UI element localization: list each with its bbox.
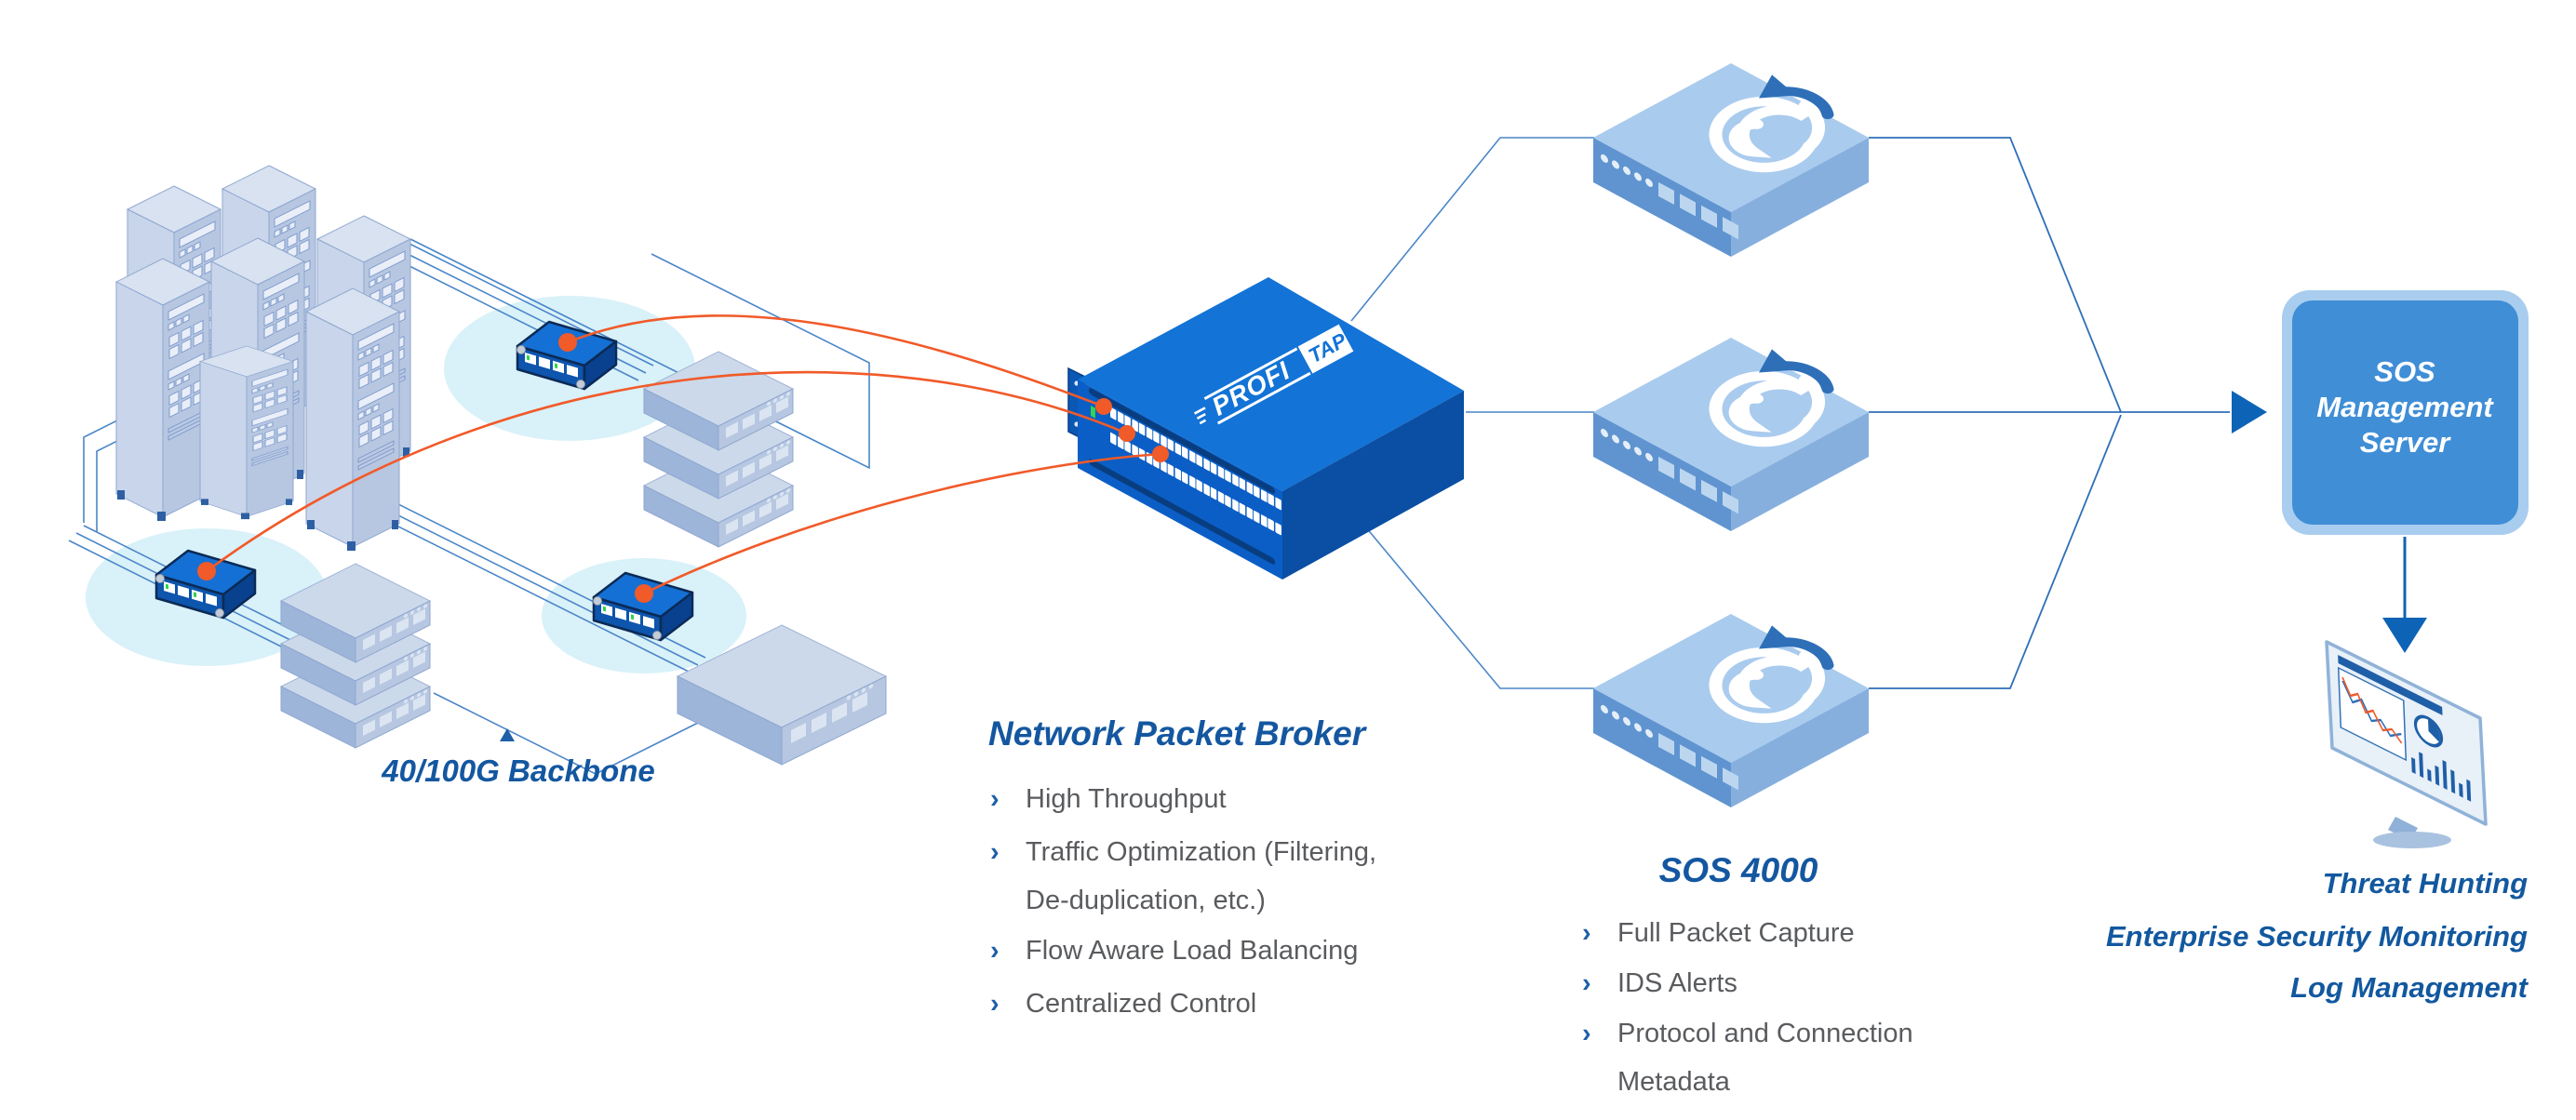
backbone-label-group: 40/100G Backbone bbox=[381, 728, 655, 788]
server-rack bbox=[115, 258, 210, 522]
broker-description: Network Packet Broker › High Throughput … bbox=[988, 714, 1376, 1019]
monitor-icon bbox=[2325, 640, 2488, 848]
chevron-bullet-icon: › bbox=[1582, 968, 1591, 998]
sos4000-feature: Protocol and Connection bbox=[1617, 1019, 1913, 1048]
sos4000-feature: Full Packet Capture bbox=[1617, 918, 1855, 948]
server-to-monitor-arrow bbox=[2382, 537, 2427, 653]
broker-feature: Centralized Control bbox=[1026, 989, 1256, 1019]
server-rack-cluster bbox=[115, 165, 411, 552]
sos-probe-device bbox=[1593, 614, 1869, 807]
outcome-label: Threat Hunting bbox=[2323, 867, 2528, 900]
server-rack bbox=[199, 345, 294, 520]
backbone-label: 40/100G Backbone bbox=[381, 753, 655, 788]
management-server-label: Management bbox=[2316, 391, 2494, 423]
broker-feature: De-duplication, etc.) bbox=[1026, 886, 1266, 915]
tap-capture-links bbox=[206, 314, 1161, 595]
sos-probe-device bbox=[1593, 338, 1869, 531]
broker-feature: Traffic Optimization (Filtering, bbox=[1026, 837, 1376, 867]
sos4000-description: SOS 4000 › Full Packet Capture › IDS Ale… bbox=[1582, 851, 1913, 1097]
aggregation-switch-stack bbox=[280, 563, 431, 749]
capture-link-endpoints bbox=[1095, 398, 1169, 462]
aggregation-switch-stack bbox=[643, 351, 794, 548]
backbone-pointer-icon bbox=[500, 728, 515, 741]
broker-feature: Flow Aware Load Balancing bbox=[1026, 936, 1358, 966]
chevron-bullet-icon: › bbox=[990, 837, 1000, 867]
outcome-label: Log Management bbox=[2290, 971, 2529, 1004]
sos4000-feature: IDS Alerts bbox=[1617, 968, 1737, 998]
outcome-labels: Threat Hunting Enterprise Security Monit… bbox=[2106, 867, 2529, 1004]
chevron-bullet-icon: › bbox=[990, 989, 1000, 1019]
sos4000-feature: Metadata bbox=[1617, 1067, 1731, 1097]
core-switch bbox=[676, 624, 888, 766]
broker-title: Network Packet Broker bbox=[988, 714, 1368, 753]
broker-feature: High Throughput bbox=[1026, 784, 1227, 814]
flow-arrow-icon bbox=[2232, 391, 2267, 433]
management-server-label: SOS bbox=[2374, 355, 2435, 388]
sos-probe-device bbox=[1593, 63, 1869, 257]
server-rack bbox=[305, 287, 400, 552]
chevron-bullet-icon: › bbox=[990, 784, 1000, 814]
chevron-bullet-icon: › bbox=[1582, 918, 1591, 948]
chevron-bullet-icon: › bbox=[990, 936, 1000, 966]
probe-to-server-links bbox=[1869, 137, 2230, 689]
chevron-bullet-icon: › bbox=[1582, 1019, 1591, 1048]
management-server-box: SOS Management Server bbox=[2282, 290, 2529, 535]
outcome-label: Enterprise Security Monitoring bbox=[2106, 920, 2528, 953]
management-server-label: Server bbox=[2360, 426, 2451, 459]
sos4000-title: SOS 4000 bbox=[1659, 851, 1818, 889]
